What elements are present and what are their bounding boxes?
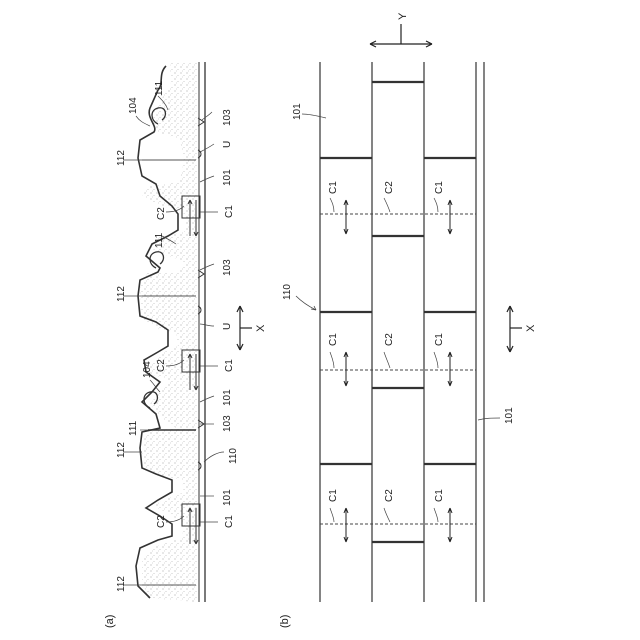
label-112-low: 112 — [116, 442, 127, 458]
label-110-a: 110 — [228, 448, 239, 464]
label-101-low: 101 — [222, 489, 233, 506]
filler-body — [140, 62, 198, 602]
arrow-c1-right-3 — [448, 508, 452, 542]
label-111-top: 111 — [154, 80, 165, 96]
grid-horizontals — [320, 82, 476, 542]
label-111-low: 111 — [128, 420, 139, 436]
arrow-c1-right-2 — [448, 352, 452, 386]
label-111-mid: 111 — [154, 232, 165, 248]
label-C1-b1-left: C1 — [328, 181, 339, 194]
label-C2-2: C2 — [156, 359, 167, 372]
grid-verticals — [320, 62, 484, 602]
arrow-c1-left-3 — [344, 508, 348, 542]
label-112-top: 112 — [116, 150, 127, 166]
label-101-top: 101 — [222, 169, 233, 186]
label-C1-3: C1 — [224, 515, 235, 528]
label-Y: Y — [397, 12, 409, 20]
label-104-top: 104 — [128, 97, 139, 114]
label-101-b-top: 101 — [292, 103, 303, 120]
panel-a-label: (a) — [104, 615, 116, 628]
label-C1-b1-right: C1 — [434, 181, 445, 194]
label-C1-2: C1 — [224, 359, 235, 372]
label-C1-b2-right: C1 — [434, 333, 445, 346]
label-C1-b3-left: C1 — [328, 489, 339, 502]
arrow-c1-right-1 — [448, 200, 452, 234]
x-axis-arrow-a — [237, 306, 252, 350]
label-X-b: X — [525, 324, 537, 332]
arrow-c1-left-1 — [344, 200, 348, 234]
leaders-b — [302, 114, 500, 522]
x-axis-arrow-b — [507, 306, 522, 352]
label-C2-b3: C2 — [384, 489, 395, 502]
label-103-top: 103 — [222, 109, 233, 126]
labels-b: 101 C1 C2 C1 110 C1 C2 C1 101 C1 C2 C1 — [282, 103, 515, 502]
label-103-mid: 103 — [222, 259, 233, 276]
label-112-mid: 112 — [116, 286, 127, 302]
label-C2-b1: C2 — [384, 181, 395, 194]
label-104-mid: 104 — [142, 361, 153, 378]
label-U-top: U — [222, 141, 233, 148]
label-U-mid: U — [222, 323, 233, 330]
label-C1-1: C1 — [224, 205, 235, 218]
label-C2-1: C2 — [156, 207, 167, 220]
joint-dashed-lines — [320, 214, 476, 524]
panel-b-label: (b) — [279, 615, 291, 628]
label-101-b-low: 101 — [504, 407, 515, 424]
label-C2-3: C2 — [156, 515, 167, 528]
arrow-c1-left-2 — [344, 352, 348, 386]
label-110-b: 110 — [282, 284, 293, 300]
label-X-a: X — [255, 324, 267, 332]
panel-b: (b) Y — [279, 12, 537, 628]
label-C1-b2-left: C1 — [328, 333, 339, 346]
label-C1-b3-right: C1 — [434, 489, 445, 502]
label-101-mid: 101 — [222, 389, 233, 406]
label-C2-b2: C2 — [384, 333, 395, 346]
leader-110-b — [296, 296, 316, 310]
label-112-bot: 112 — [116, 576, 127, 592]
label-103-low: 103 — [222, 415, 233, 432]
y-axis-arrow — [370, 24, 432, 47]
panel-a: (a) — [104, 62, 267, 628]
